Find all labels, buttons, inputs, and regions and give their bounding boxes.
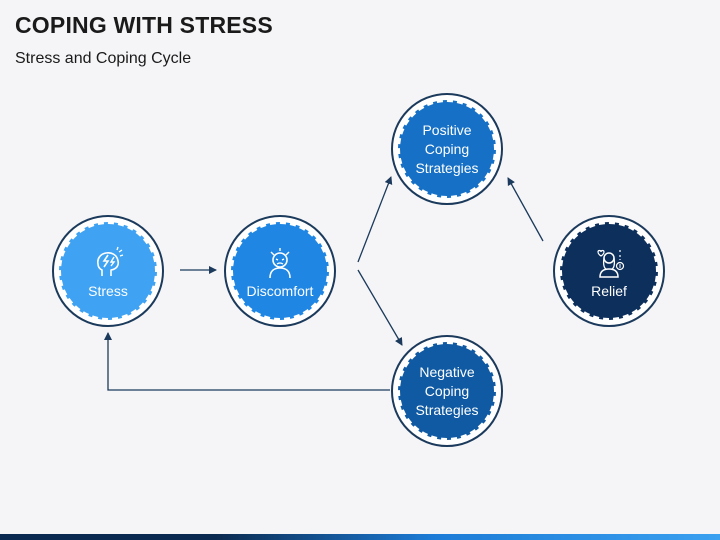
positive-coping-node: Positive Coping Strategies <box>391 93 503 205</box>
stress-node-core: Stress <box>59 222 157 320</box>
discomfort-label: Discomfort <box>246 282 314 299</box>
relief-node: Relief <box>553 215 665 327</box>
relief-woman-icon <box>597 249 625 278</box>
negative-coping-node: Negative Coping Strategies <box>391 335 503 447</box>
bottom-accent-bar <box>0 534 720 540</box>
positive-coping-label: Positive Coping Strategies <box>415 121 479 176</box>
discomfort-node-core: Discomfort <box>231 222 329 320</box>
relief-node-core: Relief <box>560 222 658 320</box>
discomfort-person-icon <box>269 247 291 278</box>
stress-label: Stress <box>88 282 128 299</box>
arrow-negative-to-stress <box>104 332 390 391</box>
discomfort-node: Discomfort <box>224 215 336 327</box>
arrow-discomfort-to-negative <box>357 269 403 346</box>
negative-coping-label: Negative Coping Strategies <box>415 363 479 418</box>
page-subtitle: Stress and Coping Cycle <box>15 50 192 67</box>
relief-label: Relief <box>591 282 627 299</box>
arrow-relief-to-positive <box>507 177 544 242</box>
negative-coping-node-core: Negative Coping Strategies <box>398 342 496 440</box>
positive-coping-node-core: Positive Coping Strategies <box>398 100 496 198</box>
stressed-head-icon <box>97 246 124 276</box>
page-title: COPING WITH STRESS <box>15 12 273 38</box>
arrow-discomfort-to-positive <box>357 176 393 263</box>
stress-node: Stress <box>52 215 164 327</box>
